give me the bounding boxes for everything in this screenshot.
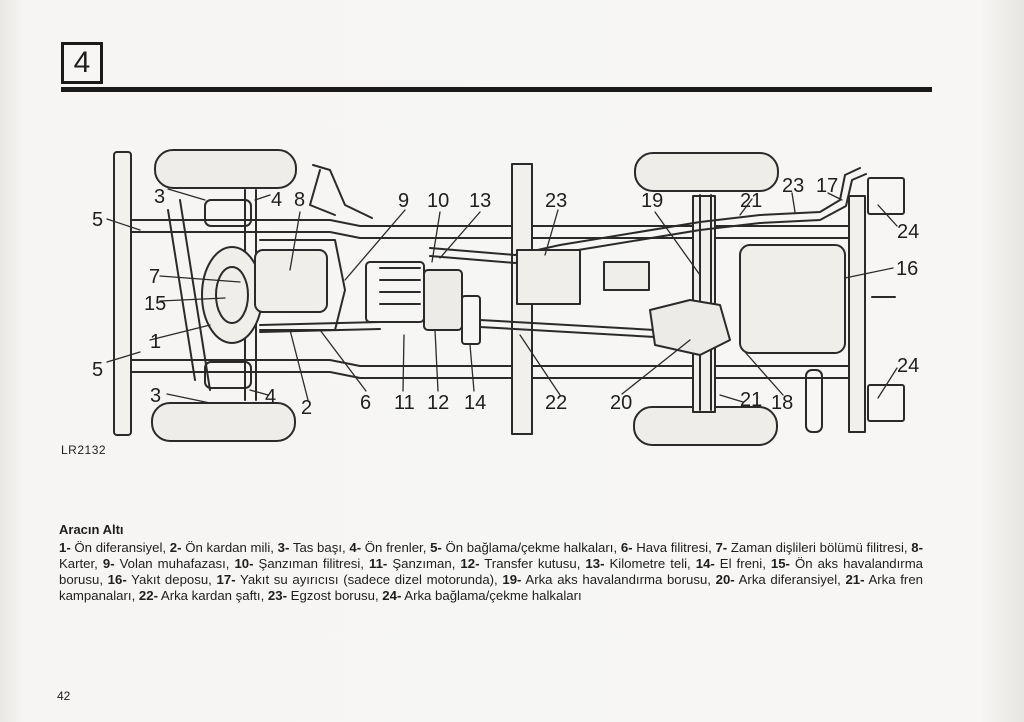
callout-21-rear-left: 21 (740, 190, 762, 212)
legend-item-number: 13- (585, 556, 605, 571)
callout-16: 16 (896, 258, 918, 280)
legend-item-text: Arka fren kampanaları, (59, 572, 923, 603)
leader-lines (106, 188, 898, 404)
legend-item-text: Kilometre teli, (604, 556, 696, 571)
legend-item-number: 16- (107, 572, 127, 587)
legend-item-text: Ön aks havalandırma borusu, (59, 556, 924, 587)
legend-item-text: Ön frenler, (361, 540, 431, 555)
legend-item-text: Hava filitresi, (632, 540, 716, 555)
callout-8: 8 (294, 189, 305, 211)
legend-item-number: 17- (216, 572, 236, 587)
legend-item-number: 21- (845, 572, 865, 587)
legend-item-text: Ön kardan mili, (181, 540, 278, 555)
callout-6: 6 (360, 392, 371, 414)
front-axle (167, 189, 263, 401)
legend-item-number: 10- (234, 556, 254, 571)
callout-20: 20 (610, 392, 632, 414)
callout-12: 12 (427, 392, 449, 414)
legend-item-number: 20- (715, 572, 735, 587)
callout-5-front-left: 5 (92, 209, 103, 231)
legend-item-number: 1- (59, 540, 71, 555)
callout-23-left: 23 (545, 190, 567, 212)
callout-11: 11 (394, 392, 415, 414)
legend-item-number: 14- (695, 556, 715, 571)
figure-caption: Aracın Altı 1- Ön diferansiyel, 2- Ön ka… (59, 522, 923, 604)
legend-item-number: 2- (169, 540, 182, 555)
callout-24-lower: 24 (897, 355, 919, 377)
legend-item-text: Yakıt deposu, (126, 572, 217, 587)
legend-item-number: 19- (502, 572, 522, 587)
callout-numbers: 1 2 3 3 4 4 5 5 6 7 8 9 10 11 12 13 14 1… (92, 175, 919, 419)
page-number: 42 (57, 689, 71, 703)
callout-3-front-right: 3 (150, 385, 161, 407)
front-right-wheel (151, 402, 296, 442)
legend-item-text: Tas başı, (289, 540, 350, 555)
legend-item-number: 5- (430, 540, 442, 555)
chapter-number-box: 4 (61, 42, 103, 84)
legend-item-number: 4- (349, 540, 362, 555)
callout-9: 9 (398, 190, 409, 212)
legend-item-text: Ön diferansiyel, (70, 540, 170, 555)
legend-item-text: Arka bağlama/çekme halkaları (401, 588, 582, 603)
figure-code: LR2132 (61, 443, 107, 457)
chapter-number: 4 (73, 46, 91, 79)
legend-item-text: Şanzıman filitresi, (253, 556, 369, 571)
legend-item-number: 22- (138, 588, 158, 603)
legend-item-text: Şanzıman, (387, 556, 461, 571)
legend-item-text: Karter, (59, 556, 103, 571)
legend-item-number: 9- (102, 556, 115, 571)
callout-4-front-left: 4 (271, 189, 282, 211)
callout-14: 14 (464, 392, 486, 414)
legend-item-text: El freni, (714, 556, 771, 571)
legend-item-text: Zaman dişlileri bölümü filitresi, (727, 540, 912, 555)
callout-7: 7 (149, 266, 160, 288)
legend-item-number: 23- (267, 588, 287, 603)
callout-24-upper: 24 (897, 221, 919, 243)
callout-5-front-right: 5 (92, 359, 103, 381)
legend-item-text: Ön bağlama/çekme halkaları, (441, 540, 621, 555)
fuel-tank (739, 244, 846, 354)
callout-18: 18 (771, 392, 793, 414)
legend-item-number: 11- (368, 556, 388, 571)
callout-13: 13 (469, 190, 491, 212)
legend-item-text: Yakıt su ayırıcısı (sadece dizel motorun… (235, 572, 503, 587)
callout-4-front-right: 4 (265, 386, 276, 408)
legend-item-text: Arka diferansiyel, (734, 572, 846, 587)
callout-19: 19 (641, 190, 663, 212)
callout-3-front-left: 3 (154, 186, 165, 208)
legend-item-number: 12- (460, 556, 480, 571)
callout-10: 10 (427, 190, 449, 212)
legend-item-number: 7- (715, 540, 728, 555)
legend-item-text: Arka kardan şaftı, (157, 588, 268, 603)
callout-17: 17 (816, 175, 838, 197)
header-rule (61, 87, 932, 92)
exhaust-pipe (429, 167, 867, 305)
legend-item-number: 3- (277, 540, 290, 555)
legend-item-number: 6- (620, 540, 633, 555)
legend-item-text: Arka aks havalandırma borusu, (521, 572, 716, 587)
callout-2: 2 (301, 397, 312, 419)
callout-15: 15 (144, 293, 166, 315)
callout-1: 1 (150, 331, 161, 353)
callout-21-rear-right: 21 (740, 389, 762, 411)
legend-item-number: 24- (382, 588, 402, 603)
caption-legend: 1- Ön diferansiyel, 2- Ön kardan mili, 3… (59, 540, 923, 604)
front-bumper (113, 151, 132, 436)
callout-22: 22 (545, 392, 567, 414)
gearbox (365, 261, 481, 345)
legend-item-number: 15- (770, 556, 790, 571)
front-left-wheel (154, 149, 297, 189)
legend-item-text: Transfer kutusu, (479, 556, 586, 571)
rear-axle (649, 194, 731, 411)
legend-item-text: Volan muhafazası, (114, 556, 235, 571)
rear-left-wheel (634, 152, 779, 192)
callout-23-right: 23 (782, 175, 804, 197)
legend-item-text: Egzost borusu, (286, 588, 383, 603)
caption-title: Aracın Altı (59, 522, 124, 537)
legend-item-number: 8- (911, 540, 924, 555)
